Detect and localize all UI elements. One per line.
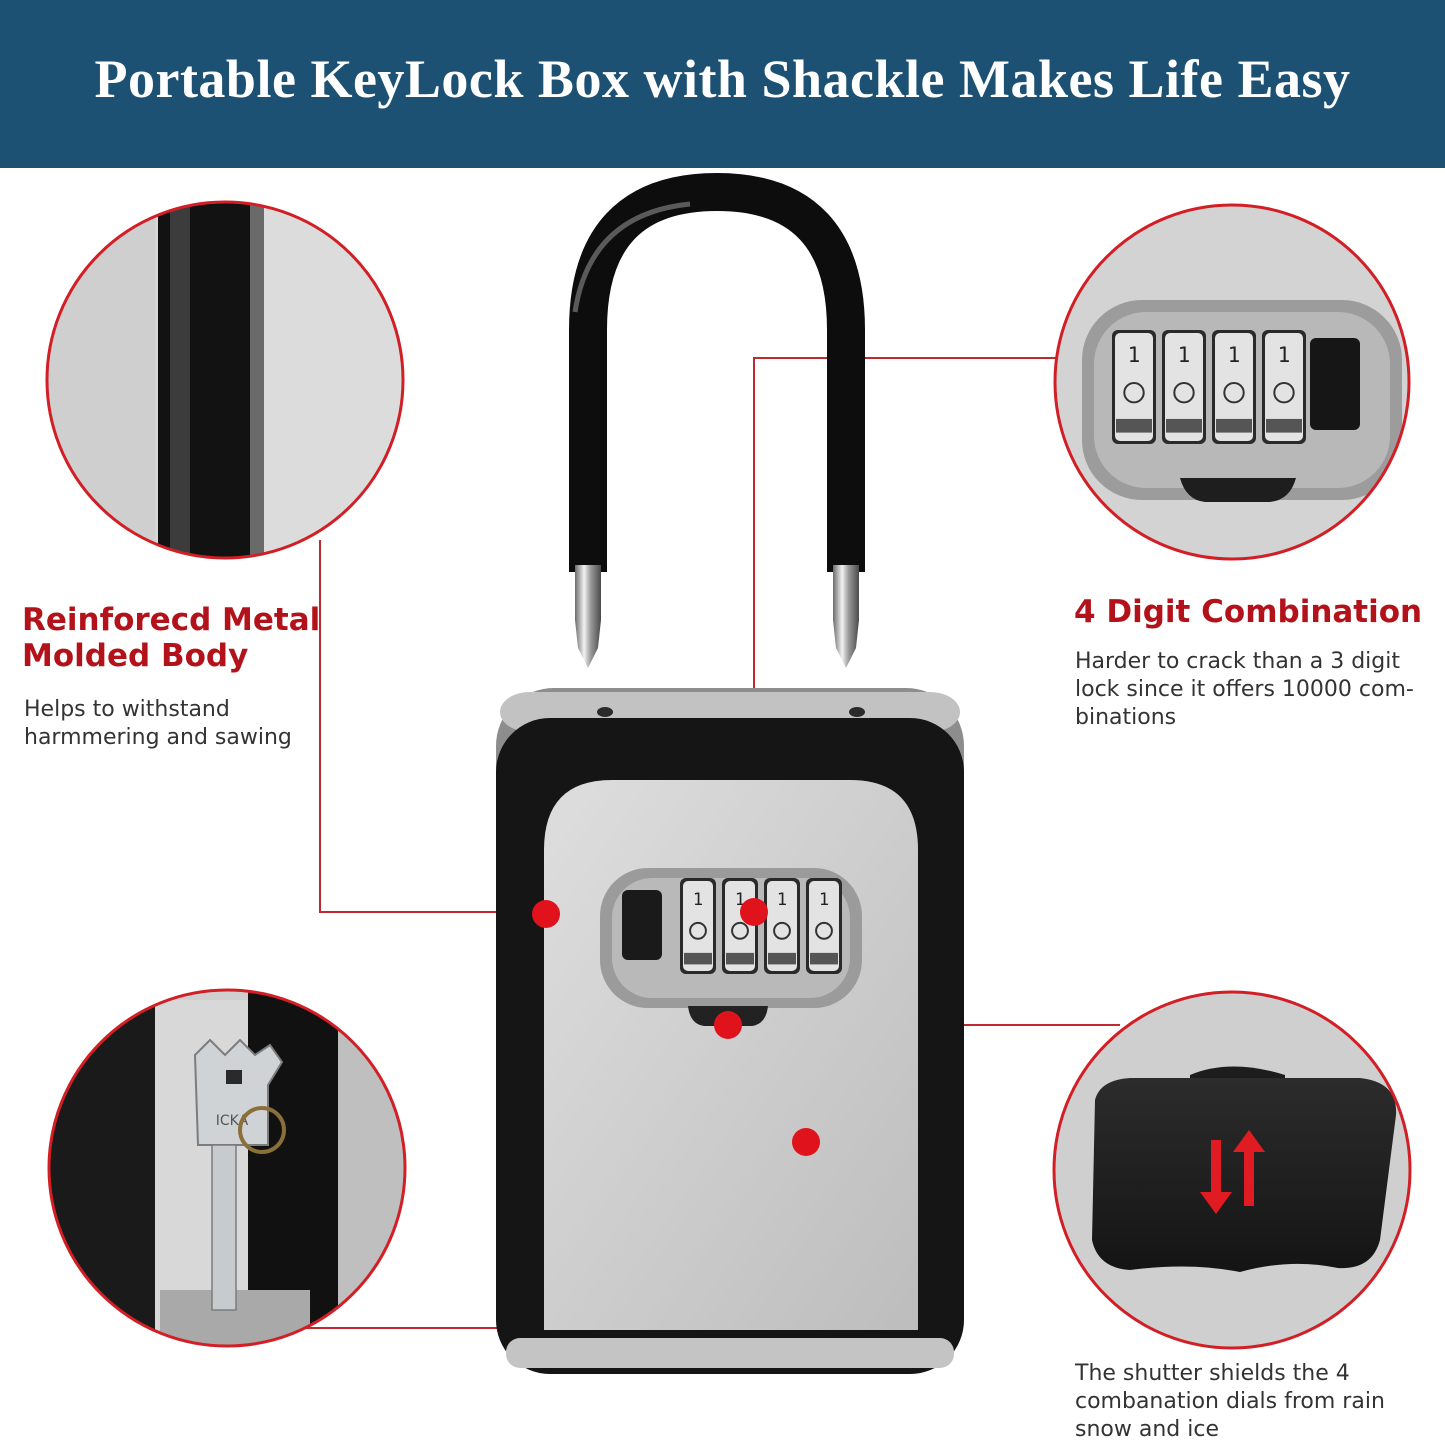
feature-combination-desc-line3: binations bbox=[1075, 705, 1177, 730]
zoom-body-edge bbox=[45, 200, 405, 560]
feature-combination-title: 4 Digit Combination bbox=[1074, 594, 1423, 630]
front-dial-digit-1: 1 bbox=[693, 890, 703, 910]
shackle bbox=[569, 172, 865, 668]
feature-shutter-desc: The shutter shields the 4 combanation di… bbox=[1075, 1360, 1385, 1444]
feature-shutter-desc-line3: snow and ice bbox=[1075, 1417, 1219, 1442]
header-banner: Portable KeyLock Box with Shackle Makes … bbox=[0, 0, 1445, 168]
zoom-key-inside: ICKA bbox=[47, 988, 407, 1348]
up-down-arrows-icon bbox=[1200, 1130, 1265, 1214]
front-dial-digit-3: 1 bbox=[777, 890, 787, 910]
zoom-dial-4: 1 bbox=[1262, 330, 1306, 444]
feature-body-desc: Helps to withstand harmmering and sawing bbox=[24, 696, 292, 752]
feature-combination-desc-line2: lock since it offers 10000 com- bbox=[1075, 677, 1414, 702]
feature-body-title-line1: Reinforecd Metal bbox=[22, 602, 321, 638]
feature-shutter-desc-line1: The shutter shields the 4 bbox=[1075, 1361, 1350, 1386]
feature-body-title: Reinforecd Metal Molded Body bbox=[22, 602, 320, 674]
markers bbox=[532, 898, 820, 1156]
feature-body-title-line2: Molded Body bbox=[22, 638, 249, 674]
front-dial-1: 1 bbox=[680, 878, 716, 974]
marker-body bbox=[532, 900, 560, 928]
zoom-dial-digit-4: 1 bbox=[1278, 343, 1291, 367]
feature-combination-desc-line1: Harder to crack than a 3 digit bbox=[1075, 649, 1400, 674]
zoom-shutter bbox=[1052, 990, 1412, 1350]
front-dial-3: 1 bbox=[764, 878, 800, 974]
front-dial-digit-4: 1 bbox=[819, 890, 829, 910]
zoom-dials: 1 1 1 1 bbox=[1053, 203, 1411, 561]
feature-body-desc-line2: harmmering and sawing bbox=[24, 725, 292, 750]
feature-body-desc-line1: Helps to withstand bbox=[24, 697, 230, 722]
zoom-dial-digit-1: 1 bbox=[1128, 343, 1141, 367]
marker-shutter bbox=[714, 1011, 742, 1039]
front-dial-4: 1 bbox=[806, 878, 842, 974]
front-dial-2: 1 bbox=[722, 878, 758, 974]
zoom-dial-digit-3: 1 bbox=[1228, 343, 1241, 367]
front-dial-digit-2: 1 bbox=[735, 890, 745, 910]
marker-inside bbox=[792, 1128, 820, 1156]
feature-combination-desc: Harder to crack than a 3 digit lock sinc… bbox=[1075, 648, 1414, 732]
marker-dials bbox=[740, 898, 768, 926]
zoom-dial-1: 1 bbox=[1112, 330, 1156, 444]
zoom-dial-3: 1 bbox=[1212, 330, 1256, 444]
feature-shutter-desc-line2: combanation dials from rain bbox=[1075, 1389, 1385, 1414]
banner-title: Portable KeyLock Box with Shackle Makes … bbox=[94, 49, 1351, 109]
zoom-dial-2: 1 bbox=[1162, 330, 1206, 444]
zoom-dial-digit-2: 1 bbox=[1178, 343, 1191, 367]
key: ICKA bbox=[193, 1038, 286, 1311]
